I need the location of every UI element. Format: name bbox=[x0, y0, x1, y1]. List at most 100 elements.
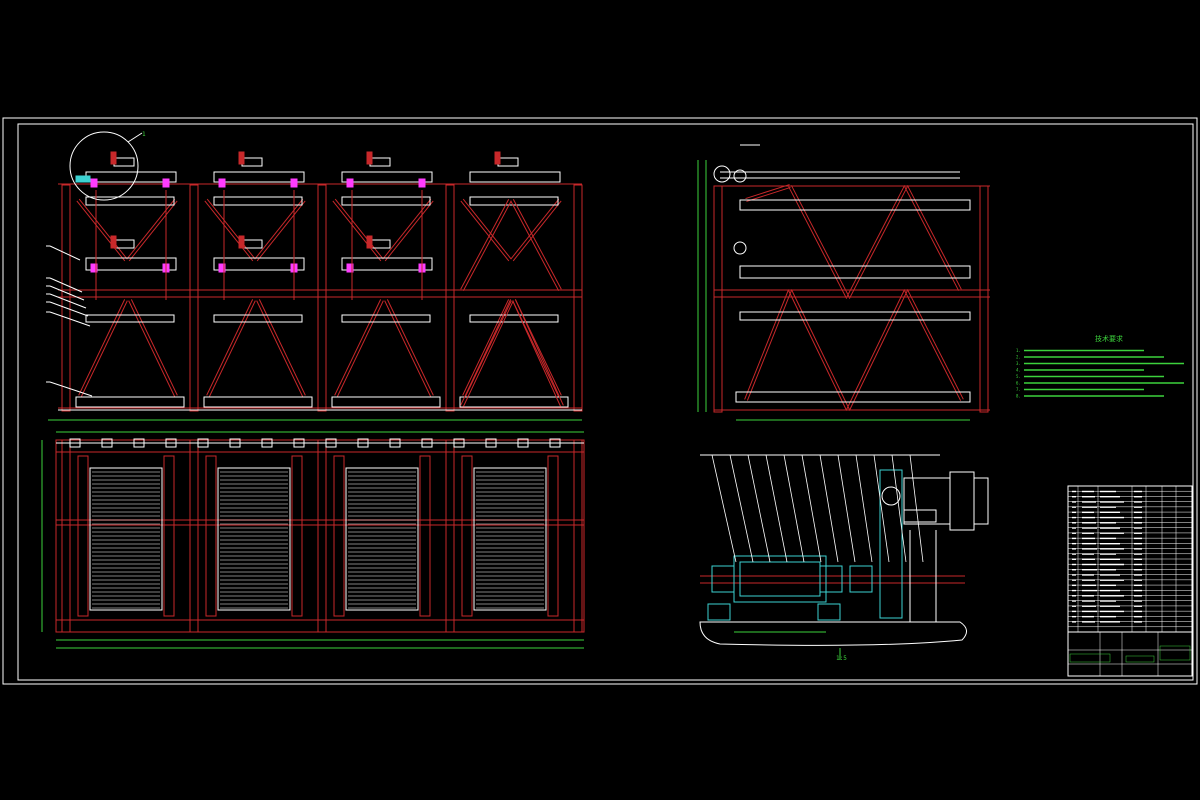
note-line-number: 4. bbox=[1016, 368, 1021, 373]
pallet-upper bbox=[341, 196, 431, 206]
trolley-frame bbox=[213, 171, 305, 183]
parts-list-frame bbox=[1067, 485, 1193, 677]
leader-line bbox=[765, 454, 788, 563]
coupling bbox=[261, 438, 273, 448]
w-brace-lower bbox=[846, 289, 906, 410]
leader-line bbox=[49, 311, 91, 327]
coupling bbox=[229, 438, 241, 448]
guide-rail bbox=[163, 455, 175, 617]
tall-brace bbox=[512, 300, 562, 407]
lower-brace bbox=[256, 300, 304, 397]
magenta-roller bbox=[90, 178, 98, 188]
side-elevation-view bbox=[697, 144, 990, 421]
coupling bbox=[485, 438, 497, 448]
w-brace-lower bbox=[906, 289, 964, 400]
leader-line bbox=[729, 454, 754, 563]
detail-balloon-label: 1 bbox=[142, 131, 146, 138]
trolley-frame bbox=[469, 171, 561, 183]
magenta-roller bbox=[346, 178, 354, 188]
motor-marker-lower bbox=[110, 235, 117, 249]
pallet-deck bbox=[345, 467, 419, 611]
coupling bbox=[517, 438, 529, 448]
magenta-roller bbox=[218, 178, 226, 188]
w-brace-lower bbox=[904, 290, 962, 401]
lower-brace bbox=[336, 300, 384, 397]
upper-brace bbox=[382, 198, 432, 260]
coupling bbox=[421, 438, 433, 448]
magenta-roller bbox=[346, 263, 354, 273]
pallet-base bbox=[459, 396, 569, 408]
w-brace-upper bbox=[790, 185, 850, 298]
lower-brace bbox=[80, 300, 128, 397]
coupling bbox=[549, 438, 561, 448]
base-plate bbox=[699, 621, 967, 646]
pallet-middle bbox=[213, 314, 303, 323]
signature-box-green bbox=[1069, 653, 1111, 663]
motor-marker bbox=[366, 151, 373, 165]
coupling bbox=[325, 438, 337, 448]
guide-rail bbox=[419, 455, 431, 617]
sheet-inner-border bbox=[17, 123, 1194, 681]
bearing-block bbox=[849, 565, 873, 593]
coupling bbox=[133, 438, 145, 448]
magenta-roller bbox=[418, 178, 426, 188]
lower-brace bbox=[208, 300, 256, 397]
upper-brace bbox=[126, 198, 176, 260]
pallet-upper bbox=[85, 196, 175, 206]
w-brace-upper bbox=[906, 185, 962, 290]
bearing-block bbox=[819, 565, 843, 593]
trolley-frame-lower bbox=[85, 257, 177, 271]
column-post bbox=[317, 184, 327, 412]
coupling bbox=[357, 438, 369, 448]
front-elevation-view bbox=[46, 131, 583, 421]
upper-brace bbox=[334, 198, 384, 260]
motor-marker bbox=[494, 151, 501, 165]
plan-view bbox=[41, 431, 585, 649]
detail-leader bbox=[127, 132, 143, 143]
pallet-middle bbox=[469, 314, 559, 323]
motor-marker bbox=[110, 151, 117, 165]
gearbox bbox=[903, 509, 937, 523]
guide-rail bbox=[291, 455, 303, 617]
w-brace-upper bbox=[904, 186, 960, 291]
note-line-number: 7. bbox=[1016, 387, 1021, 392]
column-post bbox=[61, 184, 71, 412]
coupling bbox=[165, 438, 177, 448]
leader-line bbox=[783, 454, 805, 563]
tall-brace bbox=[510, 200, 560, 291]
lower-brace bbox=[464, 300, 512, 397]
leader-line bbox=[837, 454, 856, 563]
note-line-number: 3. bbox=[1016, 361, 1021, 366]
motor-marker-lower bbox=[238, 235, 245, 249]
motor-marker bbox=[238, 151, 245, 165]
leader-line bbox=[909, 454, 924, 563]
magenta-roller bbox=[218, 263, 226, 273]
upper-brace bbox=[332, 200, 382, 262]
coupling bbox=[389, 438, 401, 448]
sprocket-hub bbox=[881, 486, 901, 506]
notes-heading: 技术要求 bbox=[1095, 334, 1123, 343]
pulley bbox=[713, 165, 731, 183]
trolley-frame-lower bbox=[341, 257, 433, 271]
plan-post bbox=[61, 439, 71, 633]
tall-brace bbox=[460, 199, 510, 290]
upper-brace bbox=[462, 198, 512, 260]
pallet-base bbox=[331, 396, 441, 408]
pallet-middle bbox=[85, 314, 175, 323]
motor-endcap bbox=[973, 477, 989, 525]
upper-brace bbox=[204, 200, 254, 262]
sheet-outer-border bbox=[2, 117, 1198, 685]
upper-brace bbox=[512, 200, 562, 262]
upper-brace bbox=[206, 198, 256, 260]
coupling bbox=[101, 438, 113, 448]
magenta-roller bbox=[290, 178, 298, 188]
column-post bbox=[573, 184, 583, 412]
pulley bbox=[733, 241, 747, 255]
upper-brace bbox=[460, 200, 510, 262]
trolley-frame bbox=[341, 171, 433, 183]
guide-rail bbox=[547, 455, 559, 617]
tall-brace bbox=[460, 299, 512, 406]
leader-line bbox=[49, 301, 89, 317]
w-brace-upper bbox=[745, 184, 790, 200]
